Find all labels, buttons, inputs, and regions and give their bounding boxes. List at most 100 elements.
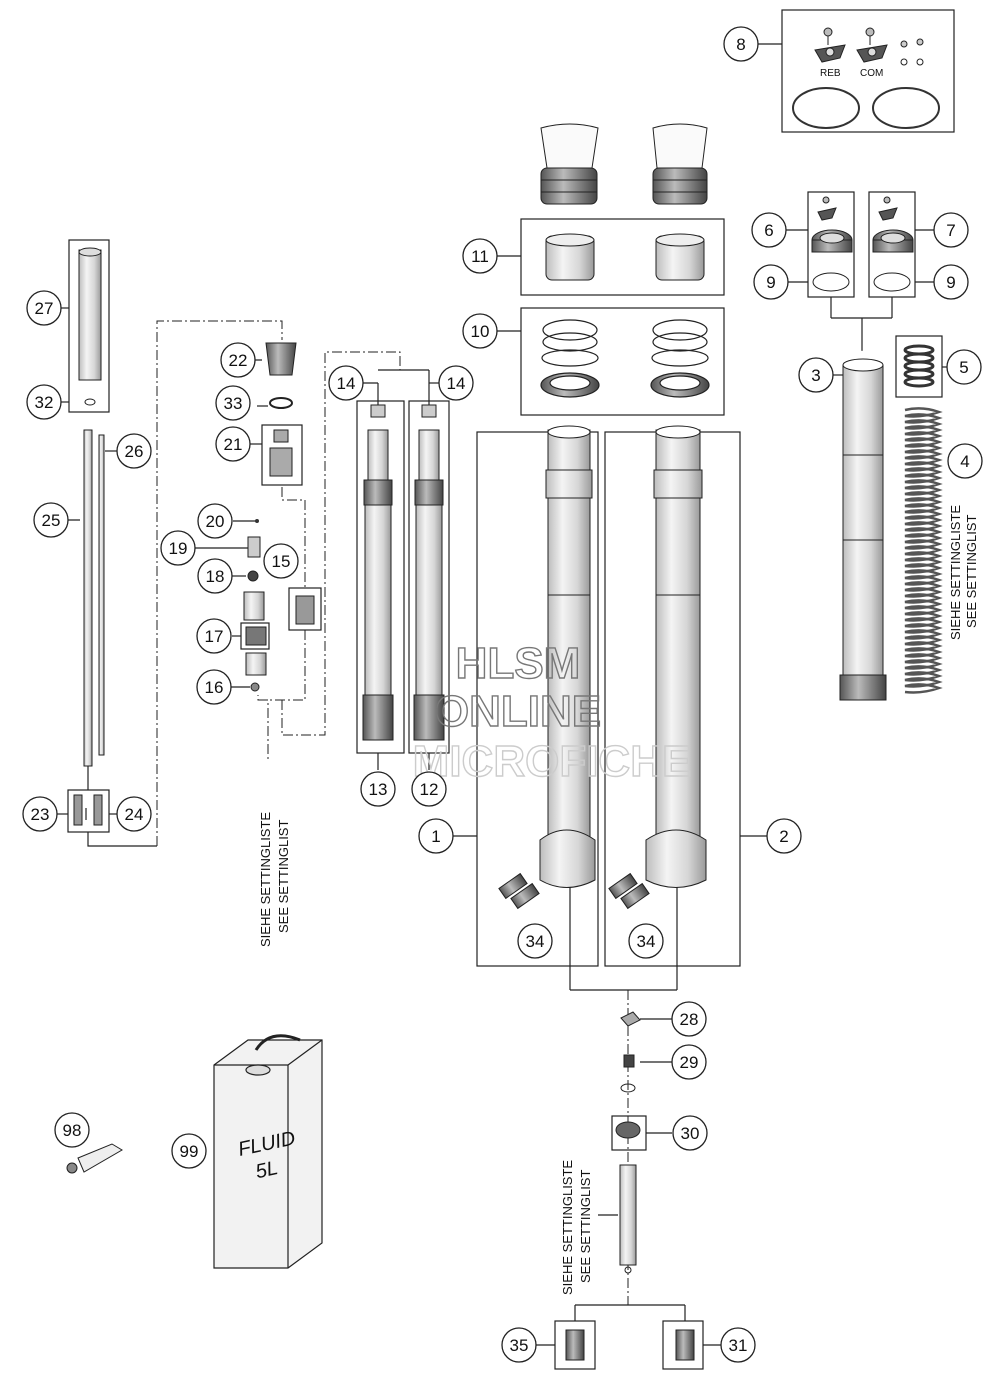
callout-c98: 98 <box>54 1112 90 1148</box>
callout-number: 22 <box>229 351 248 370</box>
callout-c14b: 14 <box>438 365 474 401</box>
small-screws-icon <box>900 38 924 66</box>
callout-c15: 15 <box>263 543 299 579</box>
callout-circle <box>946 349 982 385</box>
item-1-box <box>476 431 599 967</box>
setting-de-left: SIEHE SETTINGLISTE <box>258 812 273 947</box>
callout-circle <box>220 342 256 378</box>
callout-circle <box>933 264 969 300</box>
callout-c27: 27 <box>26 290 62 326</box>
outer-tube-left-icon <box>498 425 596 910</box>
callout-circle <box>947 443 983 479</box>
item-13-box <box>356 400 405 754</box>
rod-27-icon <box>78 247 102 381</box>
callout-number: 27 <box>35 299 54 318</box>
callout-circle <box>798 357 834 393</box>
callout-c13: 13 <box>360 771 396 807</box>
callout-number: 18 <box>206 567 225 586</box>
valve-17-icon <box>245 626 267 646</box>
callout-c1: 1 <box>418 818 454 854</box>
callout-number: 24 <box>125 805 144 824</box>
rod-26-icon <box>98 434 105 756</box>
callout-number: 5 <box>959 358 968 377</box>
setting-en-right: SEE SETTINGLIST <box>964 515 979 628</box>
callout-c29: 29 <box>671 1044 707 1080</box>
nut-16-icon <box>250 682 260 692</box>
callout-c26: 26 <box>116 433 152 469</box>
callout-number: 12 <box>420 780 439 799</box>
callout-circle <box>462 313 498 349</box>
spring-17-icon <box>243 591 265 621</box>
bushing-icon <box>545 233 705 281</box>
callout-c19: 19 <box>160 530 196 566</box>
callout-number: 11 <box>471 247 489 266</box>
callout-c8: 8 <box>723 26 759 62</box>
callout-c7: 7 <box>933 212 969 248</box>
watermark: HLSM ONLINE MICROFICHE <box>412 638 692 786</box>
callout-number: 30 <box>681 1124 700 1143</box>
callout-c25: 25 <box>33 502 69 538</box>
callout-number: 17 <box>205 627 224 646</box>
callout-c23: 23 <box>22 796 58 832</box>
callout-c14a: 14 <box>328 365 364 401</box>
item-11-box <box>520 218 725 296</box>
setting-en-bottom: SEE SETTINGLIST <box>578 1170 593 1283</box>
outer-tube-right-icon <box>608 425 707 910</box>
callout-c18: 18 <box>197 558 233 594</box>
item-8-box <box>781 9 955 133</box>
piston-16-icon <box>245 652 267 676</box>
callout-number: 2 <box>779 827 788 846</box>
cartridge-12-icon <box>413 404 445 741</box>
callout-c2: 2 <box>766 818 802 854</box>
ball-20-icon <box>255 519 259 523</box>
callout-circle <box>171 1133 207 1169</box>
valve-23-24-icon <box>73 794 103 826</box>
connector-middle <box>281 487 306 588</box>
callout-c34b: 34 <box>628 923 664 959</box>
callout-circle <box>720 1327 756 1363</box>
callout-number: 23 <box>31 805 50 824</box>
dust-seal-left-icon <box>540 123 599 205</box>
callout-c99: 99 <box>171 1133 207 1169</box>
callout-c11: 11 <box>462 238 498 274</box>
callout-c22: 22 <box>220 342 256 378</box>
callout-number: 14 <box>447 374 466 393</box>
callout-number: 28 <box>680 1010 699 1029</box>
callout-c10: 10 <box>462 313 498 349</box>
callout-number: 8 <box>736 35 745 54</box>
callout-number: 6 <box>764 221 773 240</box>
oring-33-icon <box>269 397 293 409</box>
callout-number: 26 <box>125 442 144 461</box>
callout-number: 4 <box>960 452 969 471</box>
oring-left-icon <box>792 87 860 129</box>
callout-circle <box>160 530 196 566</box>
callout-number: 35 <box>510 1336 529 1355</box>
callout-circle <box>411 771 447 807</box>
callout-circle <box>933 212 969 248</box>
callout-c9a: 9 <box>753 264 789 300</box>
callout-c20: 20 <box>197 503 233 539</box>
piston-22-icon <box>265 342 297 376</box>
callout-c4: 4 <box>947 443 983 479</box>
adjuster-reb-icon <box>814 27 846 63</box>
callout-circle <box>360 771 396 807</box>
callout-circle <box>197 503 233 539</box>
callout-c9b: 9 <box>933 264 969 300</box>
callout-circle <box>215 385 251 421</box>
grease-tube-icon <box>66 1143 123 1174</box>
inner-tube-3-icon <box>839 358 887 701</box>
callout-number: 33 <box>224 394 243 413</box>
callout-number: 9 <box>766 273 775 292</box>
fork-cap-7-icon <box>872 196 914 292</box>
callout-c3: 3 <box>798 357 834 393</box>
callout-circle <box>54 1112 90 1148</box>
callout-c28: 28 <box>671 1001 707 1037</box>
callout-circle <box>328 365 364 401</box>
setting-de-bottom: SIEHE SETTINGLISTE <box>560 1160 575 1295</box>
reb-label: REB <box>820 68 841 79</box>
item-27-box <box>68 239 110 413</box>
callout-number: 9 <box>946 273 955 292</box>
callout-circle <box>197 558 233 594</box>
dust-seal-right-icon <box>652 123 708 205</box>
item-21-box <box>261 424 303 486</box>
